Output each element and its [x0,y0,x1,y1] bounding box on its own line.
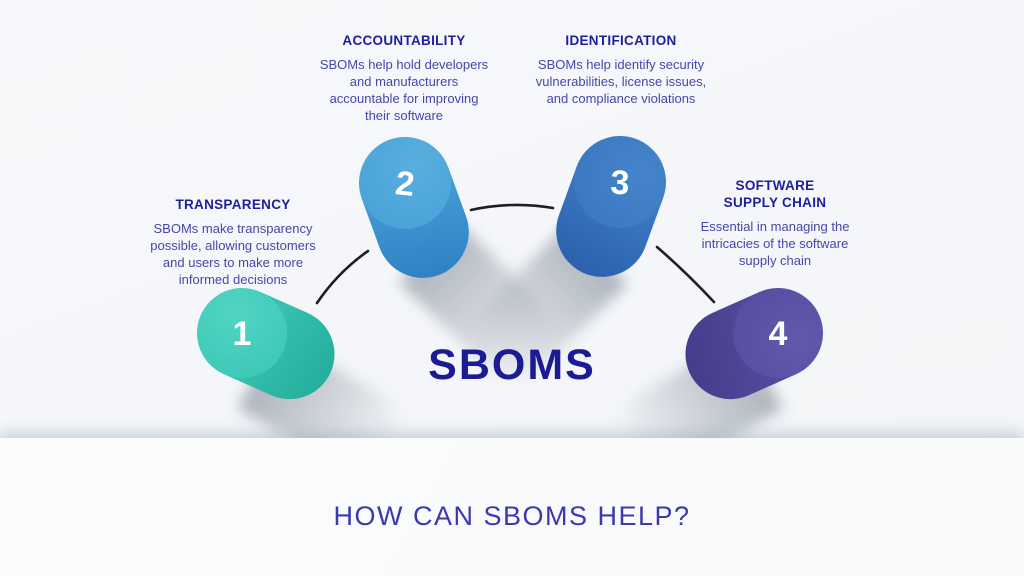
step-description: SBOMs help hold developers and manufactu… [319,56,489,123]
step-heading: TRANSPARENCY [175,197,291,212]
step-number-4: 4 [769,315,788,353]
step-number-1: 1 [233,315,252,353]
cylinder-diagram: 1 2 3 4 [197,136,823,438]
step-label-transparency: TRANSPARENCY SBOMs make transparency pos… [138,197,328,288]
cylinder-2: 2 [359,137,469,278]
connector-arc-3-4 [655,245,716,304]
connector-arc-2-3 [469,203,555,212]
connector-arc-1-2 [315,249,370,305]
step-heading: ACCOUNTABILITY [342,33,466,48]
cylinder-3: 3 [556,136,666,277]
step-number-2: 2 [394,164,417,204]
step-label-identification: IDENTIFICATION SBOMs help identify secur… [519,33,723,107]
cylinder-1: 1 [197,288,335,400]
diagram-area: 1 2 3 4 TRANSPARENCY [0,0,1024,438]
step-label-software-supply-chain: SOFTWARE SUPPLY CHAIN Essential in manag… [673,178,877,269]
step-label-accountability: ACCOUNTABILITY SBOMs help hold developer… [302,33,506,124]
step-description: SBOMs make transparency possible, allowi… [150,220,316,287]
step-description: Essential in managing the intricacies of… [700,218,850,268]
diagram-title: SBOMS [428,341,596,389]
cylinder-4: 4 [685,288,823,400]
footer-band: HOW CAN SBOMS HELP? [0,438,1024,576]
step-description: SBOMs help identify security vulnerabili… [535,56,707,106]
step-heading: IDENTIFICATION [565,33,677,48]
footer-question: HOW CAN SBOMS HELP? [333,501,691,531]
step-heading: SOFTWARE SUPPLY CHAIN [723,178,827,210]
step-number-3: 3 [610,164,630,203]
